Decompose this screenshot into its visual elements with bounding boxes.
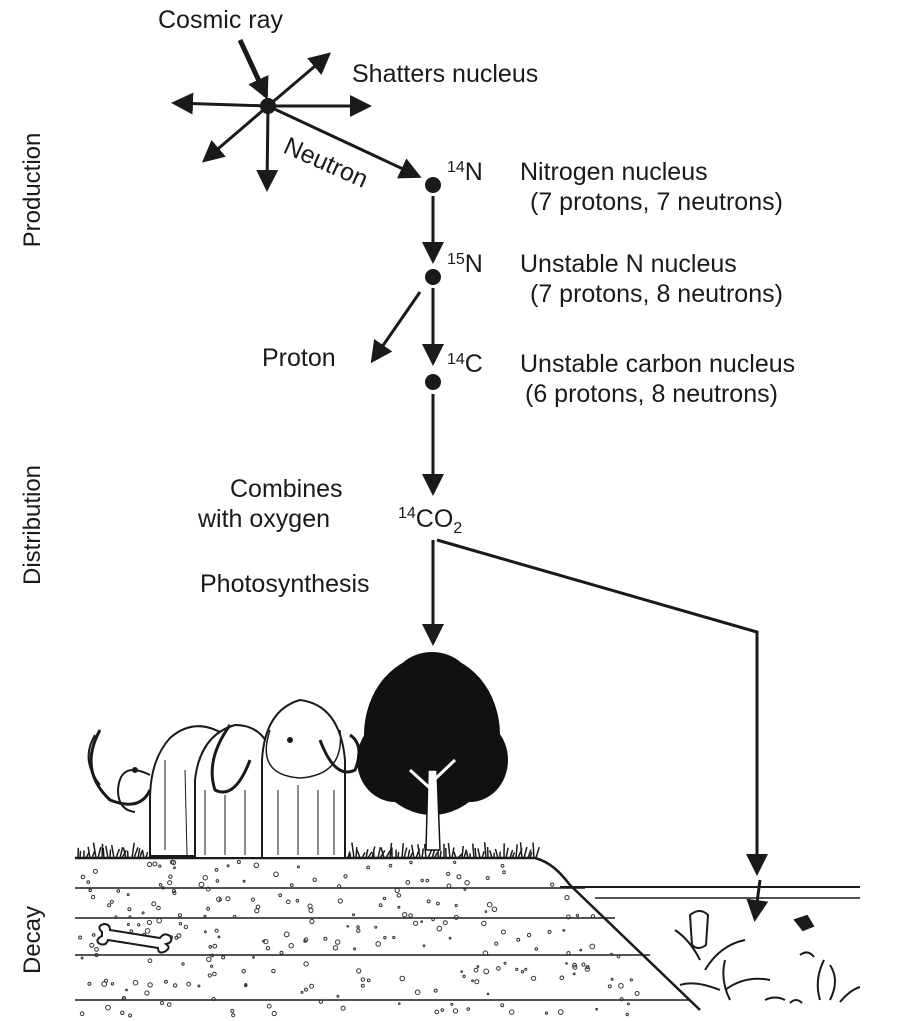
grass-blade <box>106 846 111 858</box>
side-label-decay: Decay <box>19 906 46 974</box>
carbon-14-nucleus <box>425 374 441 390</box>
nucleus-3-name: Unstable carbon nucleus <box>520 350 795 378</box>
label-shatters-nucleus: Shatters nucleus <box>352 60 538 88</box>
grass-blade <box>418 844 424 858</box>
nitrogen-14-nucleus <box>425 177 441 193</box>
grass-blade <box>390 843 392 858</box>
grass-blade <box>94 843 101 858</box>
label-with-oxygen: with oxygen <box>197 505 330 533</box>
grass-blade <box>396 850 399 858</box>
label-photosynthesis: Photosynthesis <box>200 570 370 598</box>
nucleus-1-name: Nitrogen nucleus <box>520 158 708 186</box>
cosmic-ray-arrow <box>240 40 266 96</box>
nucleus-2-composition: (7 protons, 8 neutrons) <box>530 280 783 308</box>
shatter-arrow-w <box>175 103 268 106</box>
label-cosmic-ray: Cosmic ray <box>158 6 284 34</box>
nucleus-1-symbol: 14N <box>447 158 483 186</box>
grass-blade <box>504 843 508 858</box>
label-neutron: Neutron <box>280 132 373 194</box>
grass-blade <box>448 843 454 858</box>
grass-blade <box>521 842 527 858</box>
label-combines: Combines <box>230 475 343 503</box>
shatter-arrow-s <box>267 106 268 188</box>
grass-blade <box>467 851 471 858</box>
grass-blade <box>485 842 488 858</box>
shatter-arrow-ne <box>268 55 328 106</box>
tree <box>357 652 508 850</box>
nucleus-2-symbol: 15N <box>447 250 483 278</box>
grass-blade <box>352 843 357 858</box>
shatter-arrow-sw <box>205 106 268 160</box>
ocean-water <box>560 887 860 898</box>
grass-blade <box>478 849 484 858</box>
grass-blade <box>381 847 390 858</box>
grass-blade <box>102 844 104 858</box>
grass-blade <box>112 845 120 858</box>
grass-blade <box>444 844 446 858</box>
grass-blade <box>402 843 407 858</box>
co2-formula: 14CO2 <box>398 505 462 537</box>
grass-blade <box>533 843 539 859</box>
grass-blade <box>138 848 142 858</box>
label-proton: Proton <box>262 344 336 372</box>
nucleus-1-composition: (7 protons, 7 neutrons) <box>530 188 783 216</box>
mammoth-right <box>262 700 359 858</box>
side-label-production: Production <box>19 133 46 248</box>
grass-blade <box>473 844 476 858</box>
grass-blade <box>132 843 138 858</box>
nitrogen-15-nucleus <box>425 269 441 285</box>
grass-blade <box>495 849 500 858</box>
nucleus-3-symbol: 14C <box>447 350 483 378</box>
nucleus-2-name: Unstable N nucleus <box>520 250 737 278</box>
nucleus-3-composition: (6 protons, 8 neutrons) <box>525 380 778 408</box>
side-label-distribution: Distribution <box>19 465 46 585</box>
grass-blade <box>366 849 372 858</box>
proton-arrow <box>373 292 420 360</box>
grass-blade <box>372 846 375 858</box>
grass-blade <box>462 846 467 858</box>
grass-blade <box>78 848 81 858</box>
